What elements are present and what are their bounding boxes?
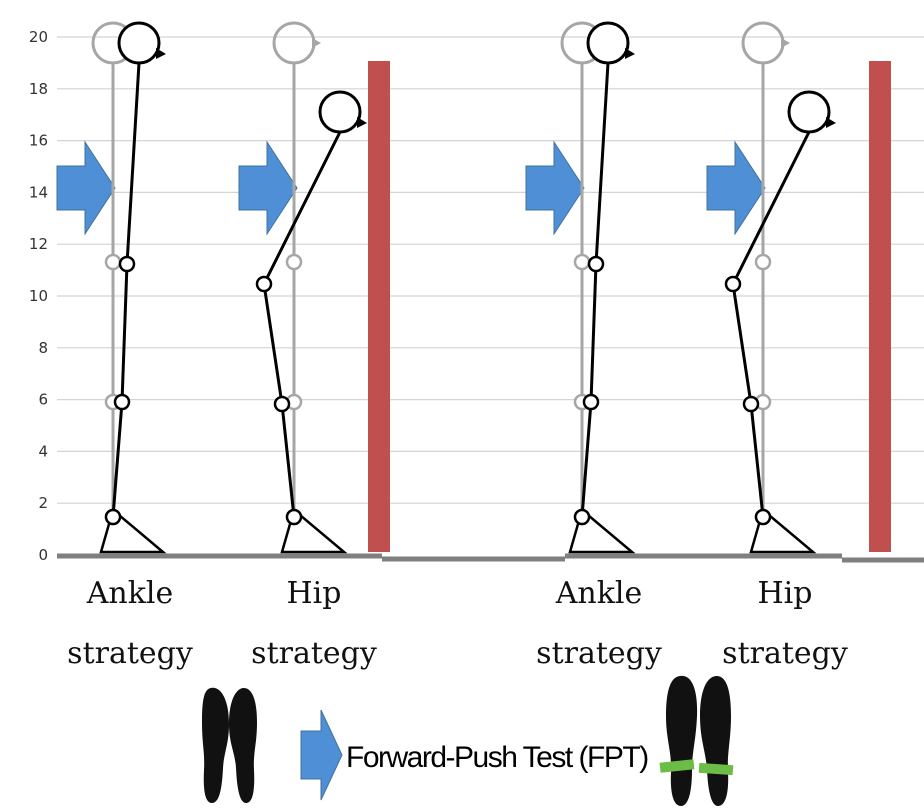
initial-posture: [741, 21, 790, 526]
legend-arrow-icon: [300, 709, 343, 801]
y-tick-label: 0: [38, 546, 48, 564]
y-tick-label: 18: [29, 80, 48, 98]
gridlines: [57, 36, 924, 504]
wall-bar-left: [368, 61, 390, 552]
ankle-strategy-figure: [91, 21, 167, 554]
y-tick-label: 6: [38, 391, 48, 409]
caption-hip-line1: Hip: [758, 576, 813, 611]
caption-hip-line2: strategy: [251, 636, 377, 671]
y-tick-label: 10: [29, 287, 48, 305]
push-arrow-icon: [525, 141, 585, 235]
final-posture: [99, 21, 167, 554]
shoe-prints-with-green-markers-icon: [659, 675, 734, 806]
caption-hip-line1: Hip: [287, 576, 342, 611]
caption-ankle-line1: Ankle: [86, 576, 174, 611]
push-arrow-icon: [56, 141, 116, 235]
legend-label: Forward-Push Test (FPT): [346, 741, 648, 774]
y-tick-label: 12: [29, 235, 48, 253]
final-posture: [255, 90, 367, 554]
ground-lines: [57, 553, 924, 563]
hip-strategy-figure: [255, 21, 367, 554]
push-arrow-icon: [238, 141, 298, 235]
caption-ankle-line2: strategy: [536, 636, 662, 671]
hip-strategy-figure: [724, 21, 836, 554]
caption-ankle-line2: strategy: [67, 636, 193, 671]
y-tick-label: 2: [38, 494, 48, 512]
y-tick-label: 8: [38, 339, 48, 357]
wall-bar-right: [869, 61, 891, 552]
initial-posture: [560, 21, 609, 526]
y-tick-label: 20: [29, 28, 48, 46]
initial-posture: [91, 21, 140, 526]
y-axis-ticks: 0 2 4 6 8 10 12 14 16 18 20: [29, 28, 48, 564]
final-posture: [724, 90, 836, 554]
final-posture: [568, 21, 636, 554]
y-tick-label: 14: [29, 183, 48, 201]
y-tick-label: 16: [29, 132, 48, 150]
initial-posture: [272, 21, 321, 526]
caption-ankle-line1: Ankle: [555, 576, 643, 611]
caption-hip-line2: strategy: [722, 636, 848, 671]
ankle-strategy-figure: [560, 21, 636, 554]
barefoot-footprints-icon: [202, 687, 257, 803]
y-tick-label: 4: [38, 442, 48, 460]
push-arrow-icon: [706, 141, 766, 235]
stick-figures: [91, 21, 836, 554]
